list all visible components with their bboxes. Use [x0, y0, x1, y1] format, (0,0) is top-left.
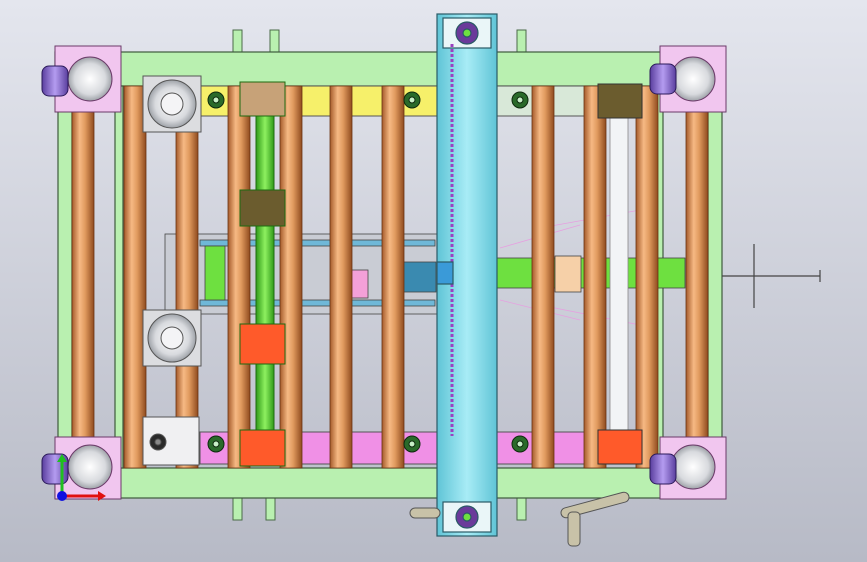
shaft-bearing: [239, 81, 286, 117]
side-handle[interactable]: [722, 244, 821, 308]
shaft-bearing: [239, 323, 286, 365]
roller: [583, 85, 607, 469]
crank-handles[interactable]: [409, 491, 630, 547]
roller: [685, 85, 709, 469]
roller: [227, 85, 251, 469]
roller: [123, 85, 147, 469]
caster-wheel: [41, 65, 69, 97]
roller-array[interactable]: [71, 85, 709, 469]
corner-plates: [54, 45, 727, 500]
roller: [279, 85, 303, 469]
guide-bar: [609, 111, 629, 431]
rail-wheels: [207, 91, 529, 453]
roller: [71, 85, 95, 469]
caster-wheels[interactable]: [41, 63, 677, 485]
drive-shaft[interactable]: [239, 81, 286, 467]
roller: [329, 85, 353, 469]
triad-z-axis: [57, 491, 67, 501]
caster-wheel: [649, 63, 677, 95]
caster-wheel: [649, 453, 677, 485]
roller: [175, 85, 199, 469]
right-bearing-blocks: [597, 83, 643, 465]
coordinate-triad: [57, 454, 106, 501]
motor-housings[interactable]: [142, 75, 202, 466]
roller: [381, 85, 405, 469]
roller: [635, 85, 659, 469]
center-drive-beam[interactable]: [436, 13, 498, 537]
shaft-bearing: [239, 189, 286, 227]
roller: [531, 85, 555, 469]
shaft-bearing: [239, 429, 286, 467]
